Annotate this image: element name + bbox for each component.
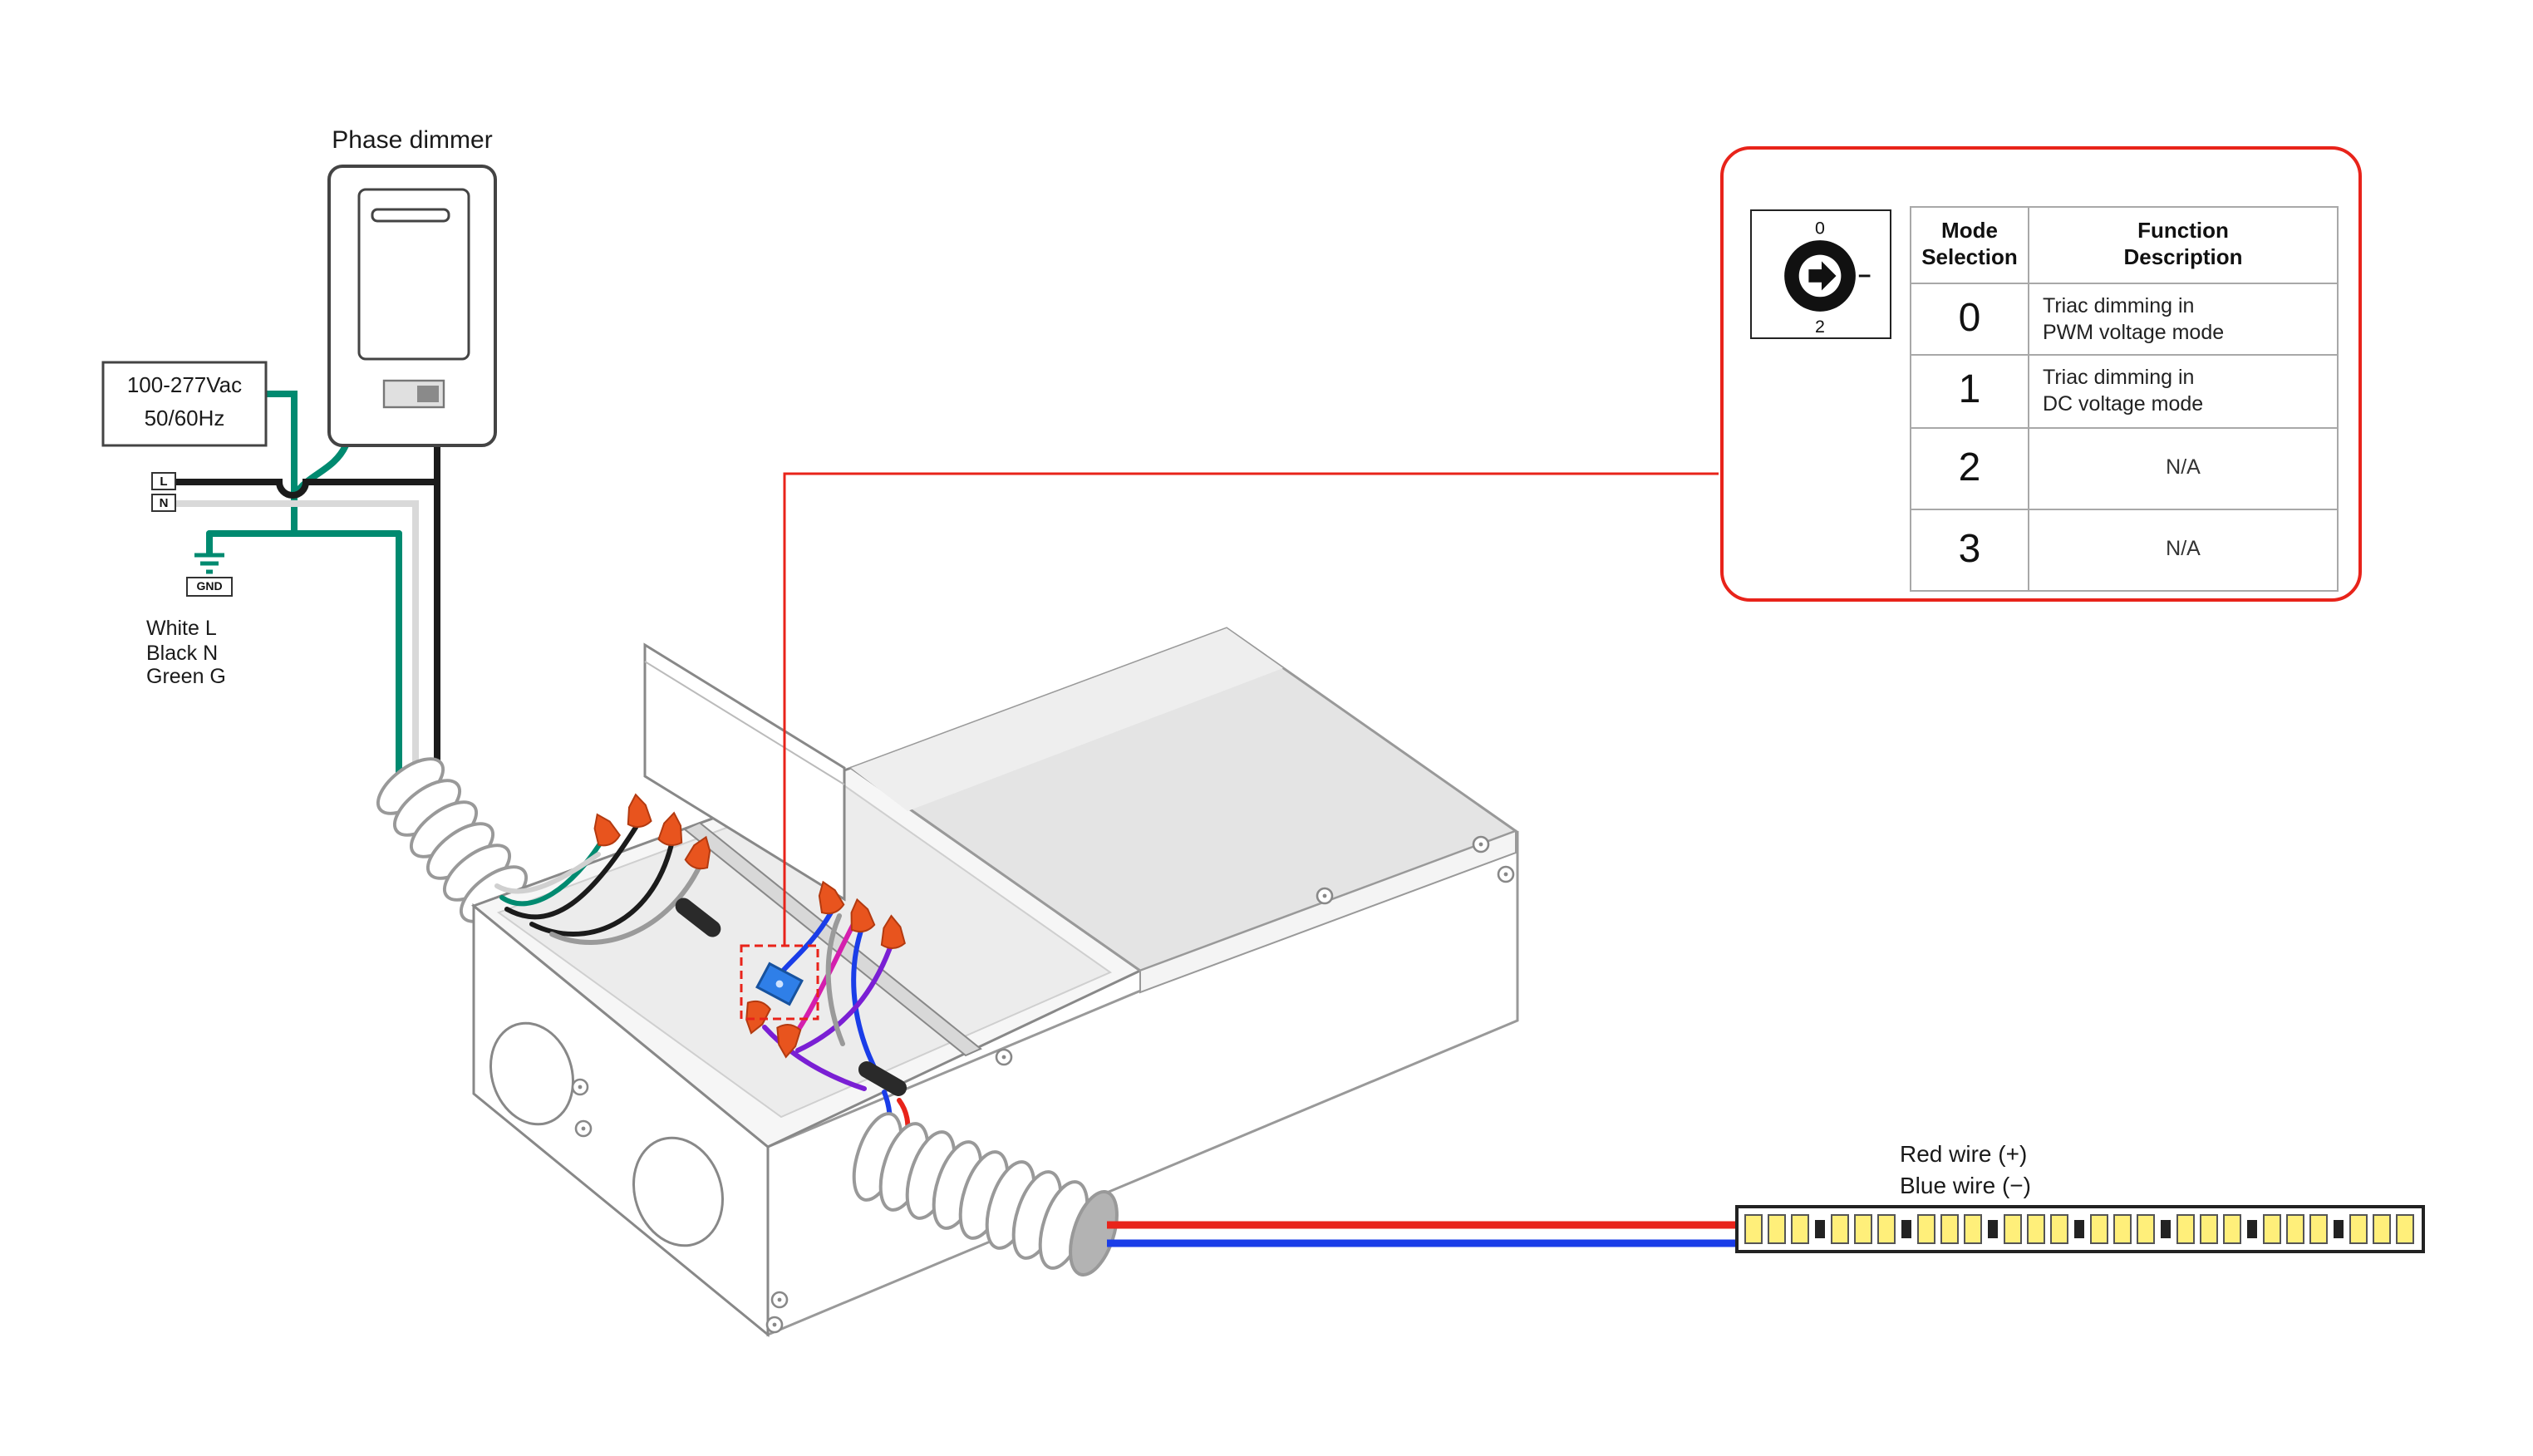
led-strip (1735, 1205, 2425, 1253)
mode-selection-switch (755, 962, 804, 1006)
line-tag: L (151, 472, 176, 490)
line-wire (173, 442, 440, 778)
mode-3-description: N/A (2028, 508, 2339, 591)
rotary-selector-icon: 0 2 (1750, 209, 1891, 339)
dimmer-switch (382, 379, 445, 409)
switch-highlight-box (740, 944, 819, 1021)
mode-1-description: Triac dimming in DC voltage mode (2028, 354, 2339, 428)
open-lid-flap (643, 642, 846, 902)
ac-source-box (101, 361, 268, 447)
ac-frequency-text: 50/60Hz (144, 405, 225, 430)
mode-table: Mode Selection Function Description 0 Tr… (1910, 206, 2339, 591)
conduit-end-cap (1069, 1189, 1119, 1277)
blue-wire-label: Blue wire (−) (1900, 1172, 2031, 1198)
red-wire-label: Red wire (+) (1900, 1140, 2028, 1167)
wire-nut (684, 835, 711, 870)
ground-tag: GND (186, 577, 233, 597)
ac-voltage-text: 100-277Vac (126, 372, 243, 397)
rotary-selector-drawing: 0 2 (1784, 218, 1871, 337)
mode-selection-header: Mode Selection (1910, 206, 2029, 283)
wire-nut (745, 1000, 771, 1035)
mode-3: 3 (1910, 508, 2029, 591)
table-row: 3 N/A (1910, 508, 2339, 591)
output-wire-labels: Red wire (+) Blue wire (−) (1900, 1139, 2031, 1202)
phase-dimmer-illustration (327, 165, 497, 447)
cable-clamp (858, 1061, 907, 1096)
wire-nut (776, 1024, 802, 1059)
table-row: 1 Triac dimming in DC voltage mode (1910, 354, 2339, 428)
wire-nut (880, 914, 906, 949)
phase-dimmer-label: Phase dimmer (332, 126, 493, 155)
table-row: 0 Triac dimming in PWM voltage mode (1910, 282, 2339, 356)
mode-2-description: N/A (2028, 426, 2339, 509)
mode-0-description: Triac dimming in PWM voltage mode (2028, 282, 2339, 356)
mode-2: 2 (1910, 426, 2029, 509)
function-description-header: Function Description (2028, 206, 2339, 283)
mode-0: 0 (1910, 282, 2029, 356)
wire-nut (850, 898, 876, 933)
mode-callout-panel: 0 2 Mode Selection Function Description … (1720, 146, 2362, 602)
selector-position-bottom: 2 (1815, 317, 1825, 337)
selector-position-top: 0 (1815, 218, 1825, 238)
ac-source-label: 100-277Vac 50/60Hz (103, 369, 266, 434)
legend-white-l: White L (146, 617, 217, 640)
ground-symbol-icon (194, 553, 224, 574)
mode-table-header-row: Mode Selection Function Description (1910, 206, 2339, 283)
table-row: 2 N/A (1910, 426, 2339, 509)
wire-nuts (593, 793, 906, 1059)
cable-clamp (675, 898, 721, 937)
knockout-hole (489, 1021, 575, 1126)
ground-wire (206, 391, 402, 776)
mode-1: 1 (1910, 354, 2029, 428)
knockout-hole (632, 1136, 724, 1247)
selector-arrow-icon (1808, 261, 1837, 291)
wire-nut (818, 880, 845, 915)
output-conduit (852, 1112, 1119, 1277)
wire-nut (593, 813, 621, 847)
wire-nut (657, 811, 683, 847)
dimmer-slider (371, 208, 450, 223)
wire-color-legend: White L Black N Green G (146, 617, 226, 689)
neutral-wire (173, 500, 419, 773)
wire-nut (627, 793, 652, 829)
callout-leader-line (783, 472, 1719, 946)
legend-black-n: Black N (146, 641, 219, 664)
legend-green-g: Green G (146, 665, 226, 688)
neutral-tag: N (151, 494, 176, 512)
